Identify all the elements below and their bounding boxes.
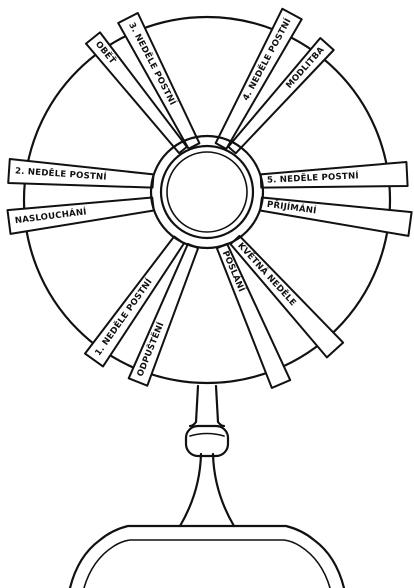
monstrance-base bbox=[70, 526, 344, 588]
ray-nedele-2: 2. NEDĚLE POSTNÍ bbox=[8, 159, 153, 188]
lunette bbox=[151, 136, 263, 248]
monstrance-knot bbox=[186, 426, 228, 456]
ray-label-modlitba: MODLITBA bbox=[284, 45, 326, 91]
ray-nasloucheni: NASLOUCHÁNÍ bbox=[8, 198, 154, 234]
monstrance-disc bbox=[24, 17, 390, 383]
ray-nedele-5: 5. NEDĚLE POSTNÍ bbox=[261, 162, 408, 188]
